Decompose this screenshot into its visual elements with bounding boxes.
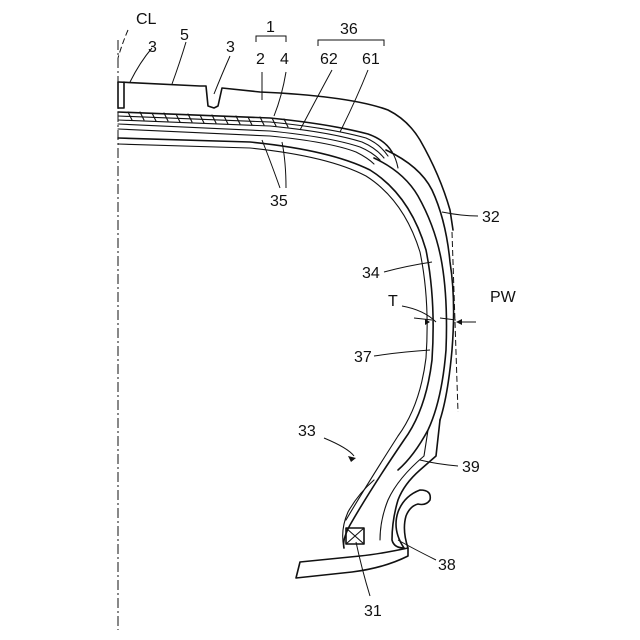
leader-34: [384, 262, 432, 272]
pw-arrowhead: [456, 319, 462, 325]
rim-base: [296, 548, 408, 578]
label-5: 5: [180, 27, 189, 44]
label-38: 38: [438, 557, 456, 574]
label-pw: PW: [490, 289, 517, 306]
label-4: 4: [280, 51, 289, 68]
lower-sidewall-outer: [392, 420, 440, 548]
leader-35: [262, 140, 286, 188]
leader-37: [374, 350, 430, 356]
bead-inner-wrap: [343, 480, 374, 548]
bead-core-cross: [346, 528, 364, 544]
label-37: 37: [354, 349, 372, 366]
label-31: 31: [364, 603, 382, 620]
label-34: 34: [362, 265, 380, 282]
cl-leader: [118, 30, 128, 58]
groove-left-outline: [118, 82, 124, 108]
label-62: 62: [320, 51, 338, 68]
brace-36: [318, 40, 384, 46]
label-61: 61: [362, 51, 380, 68]
label-2: 2: [256, 51, 265, 68]
belt-layer-5: [118, 129, 374, 164]
arrowhead-33: [348, 456, 356, 462]
label-1: 1: [266, 19, 275, 36]
leader-5: [172, 42, 186, 84]
rim-flange-outline: [396, 490, 430, 548]
leader-62: [300, 70, 332, 130]
brace-1: [256, 36, 286, 42]
leader-32: [442, 212, 478, 216]
label-3-right: 3: [226, 39, 235, 56]
label-32: 32: [482, 209, 500, 226]
label-33: 33: [298, 423, 316, 440]
leader-33: [324, 438, 354, 456]
leader-38: [398, 540, 436, 560]
label-36: 36: [340, 21, 358, 38]
ply-34-outer: [374, 158, 447, 470]
label-t: T: [388, 293, 398, 310]
label-cl: CL: [136, 11, 157, 28]
label-39: 39: [462, 459, 480, 476]
thickness-arrows: [414, 318, 456, 320]
label-3-left: 3: [148, 39, 157, 56]
label-35: 35: [270, 193, 288, 210]
